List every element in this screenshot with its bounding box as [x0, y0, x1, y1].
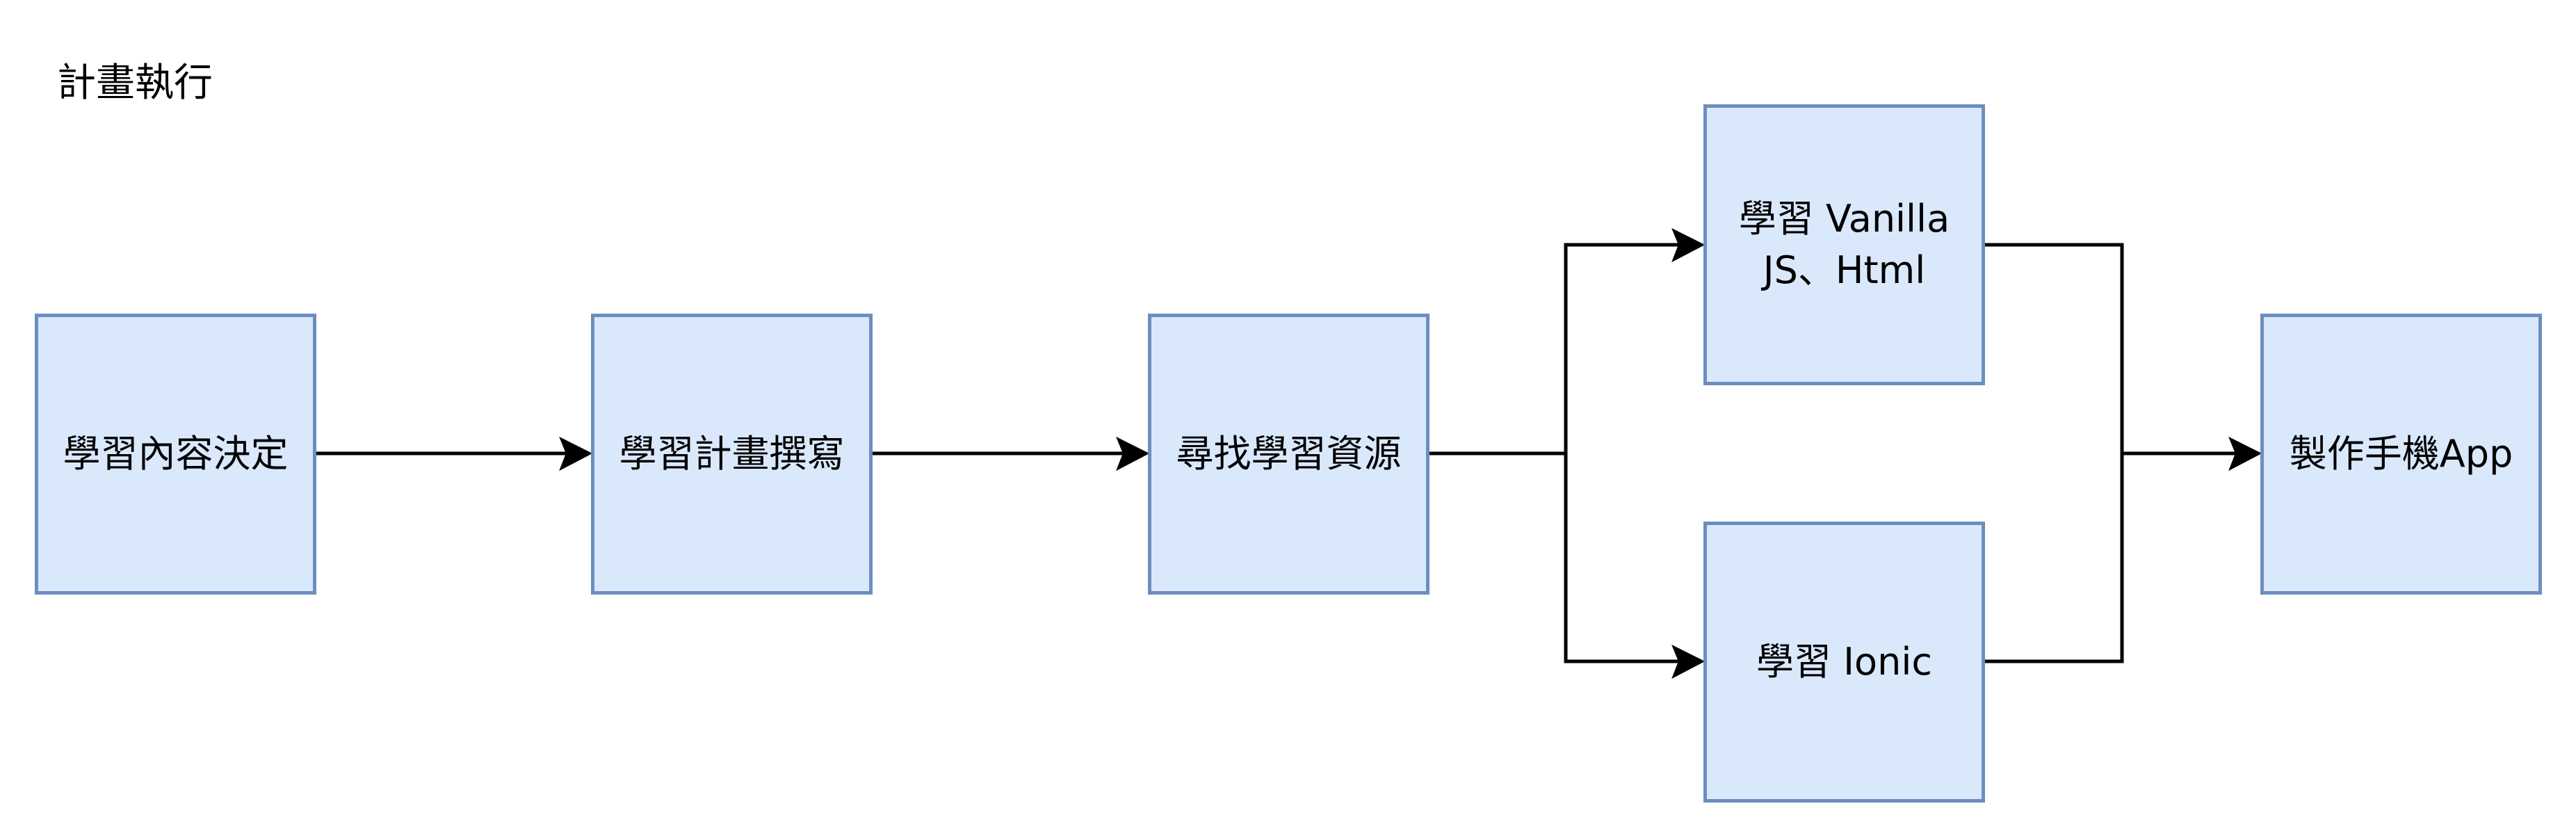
connector-line[interactable] [1984, 243, 2246, 456]
node-write-learning-plan[interactable]: 學習計畫撰寫 [591, 314, 873, 595]
connector-line[interactable] [1429, 451, 1690, 663]
edge-n3-n4[interactable] [1429, 227, 1706, 456]
node-learn-ionic[interactable]: 學習 Ionic [1703, 522, 1985, 803]
diagram-title: 計畫執行 [57, 61, 213, 106]
edge-n1-n2[interactable] [316, 436, 593, 472]
connector-line[interactable] [1984, 451, 2246, 663]
node-build-mobile-app[interactable]: 製作手機App [2260, 314, 2542, 595]
node-decide-learning-content[interactable]: 學習內容決定 [35, 314, 316, 595]
node-find-learning-resources[interactable]: 尋找學習資源 [1148, 314, 1429, 595]
edge-n5-n6[interactable] [1984, 451, 2246, 663]
connector-line[interactable] [1429, 243, 1690, 456]
edge-n2-n3[interactable] [872, 436, 1150, 472]
edge-n3-n5[interactable] [1429, 451, 1706, 679]
node-learn-vanilla-js-html[interactable]: 學習 Vanilla JS、Html [1703, 104, 1985, 385]
edge-n4-n6[interactable] [1984, 243, 2262, 472]
